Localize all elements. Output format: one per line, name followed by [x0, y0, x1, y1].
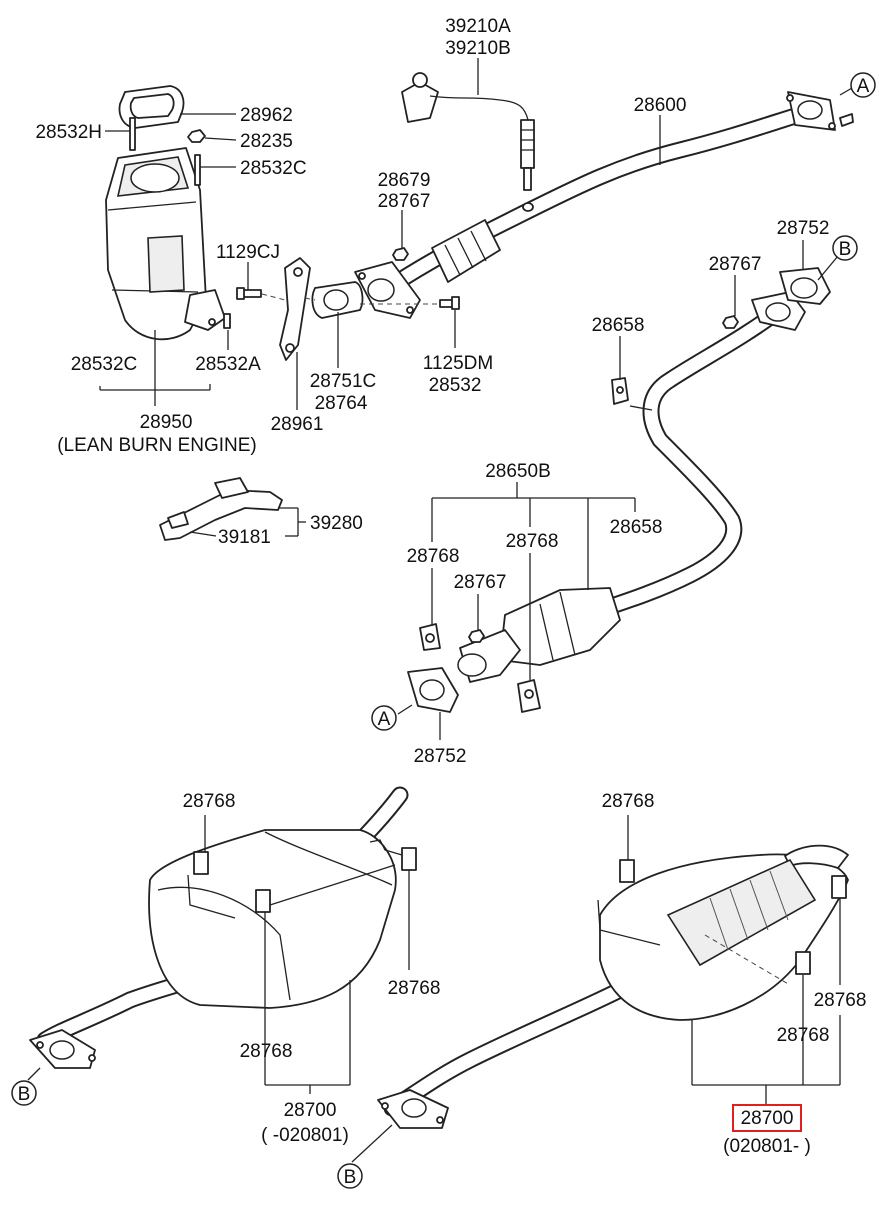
label-date-left: ( -020801) [261, 1125, 349, 1146]
label-28767-mid: 28767 [454, 572, 507, 593]
label-28650b: 28650B [485, 461, 551, 482]
ref-circle-b-right: B [832, 235, 858, 261]
label-39210a: 39210A [445, 16, 511, 37]
highlight-box-28700 [732, 1104, 802, 1132]
ref-circle-b-left: B [11, 1080, 37, 1106]
ref-circle-b-bottom: B [337, 1163, 363, 1189]
catalytic-converter[interactable] [105, 85, 231, 341]
nut-28767-mid[interactable] [468, 629, 485, 643]
label-28600: 28600 [634, 95, 687, 116]
label-28961: 28961 [271, 414, 324, 435]
front-pipe-flange[interactable] [354, 261, 421, 319]
nut[interactable] [187, 129, 206, 143]
label-28752-bottom: 28752 [414, 746, 467, 767]
converter-bracket[interactable] [279, 257, 311, 361]
label-28532c-bottom: 28532C [71, 354, 138, 375]
label-28532a: 28532A [195, 354, 261, 375]
label-28768-right-bottom: 28768 [777, 1025, 830, 1046]
label-28768-mid-left: 28768 [407, 546, 460, 567]
rubber-hanger[interactable] [419, 377, 629, 713]
label-28767-top: 28767 [378, 191, 431, 212]
svg-text:B: B [18, 1084, 31, 1105]
label-28235: 28235 [240, 131, 293, 152]
gasket-28751c[interactable] [311, 281, 364, 319]
svg-text:A: A [857, 76, 870, 97]
bolt-1125dm[interactable] [439, 296, 460, 310]
bolt-1129cj[interactable] [236, 287, 262, 300]
svg-text:B: B [344, 1167, 357, 1188]
label-lean-burn-engine: (LEAN BURN ENGINE) [57, 435, 257, 456]
label-28768-left-top: 28768 [183, 791, 236, 812]
label-28752-right: 28752 [777, 218, 830, 239]
part-labels: 39210A 39210B 28600 28962 28235 28532H 2… [35, 16, 866, 1157]
svg-text:B: B [839, 239, 852, 260]
label-28658-mid: 28658 [610, 517, 663, 538]
label-28768-right-right: 28768 [814, 990, 867, 1011]
label-28700-right: 28700 [741, 1108, 794, 1129]
label-39181: 39181 [218, 527, 271, 548]
label-28679: 28679 [378, 170, 431, 191]
oxygen-sensor[interactable] [401, 72, 535, 191]
label-date-right: (020801- ) [723, 1136, 811, 1157]
front-pipe[interactable] [376, 91, 854, 299]
label-28962: 28962 [240, 105, 293, 126]
label-28532: 28532 [429, 375, 482, 396]
rear-muffler-early[interactable] [29, 786, 417, 1069]
gasket-28752-right[interactable] [779, 267, 831, 305]
label-1125dm: 1125DM [423, 353, 493, 374]
ref-circle-a-mid: A [371, 705, 397, 731]
label-28768-left-bottom: 28768 [240, 1041, 293, 1062]
rear-muffler-late[interactable] [377, 844, 849, 1129]
svg-text:A: A [378, 709, 391, 730]
label-28768-mid-center: 28768 [506, 531, 559, 552]
stud-bolt[interactable] [129, 117, 231, 329]
label-28768-right-top: 28768 [602, 791, 655, 812]
label-28767-right: 28767 [709, 254, 762, 275]
label-28700-left: 28700 [284, 1100, 337, 1121]
label-28950: 28950 [140, 412, 193, 433]
label-28751c: 28751C [310, 371, 377, 392]
center-pipe[interactable] [591, 291, 806, 619]
ref-circle-a-top: A [850, 72, 876, 98]
label-28532h: 28532H [35, 122, 102, 143]
heat-shield-bracket[interactable] [159, 477, 283, 541]
nut-28767-right[interactable] [722, 315, 739, 329]
label-1129cj: 1129CJ [216, 242, 280, 263]
label-39210b: 39210B [445, 38, 511, 59]
label-28532c-top: 28532C [240, 158, 307, 179]
label-28768-left-right: 28768 [388, 978, 441, 999]
label-28658-top: 28658 [592, 315, 645, 336]
label-39280: 39280 [310, 513, 363, 534]
label-28764: 28764 [315, 393, 368, 414]
nut-28679[interactable] [392, 247, 409, 261]
leader-lines [27, 58, 853, 1163]
gasket-28752-bottom[interactable] [407, 667, 459, 713]
